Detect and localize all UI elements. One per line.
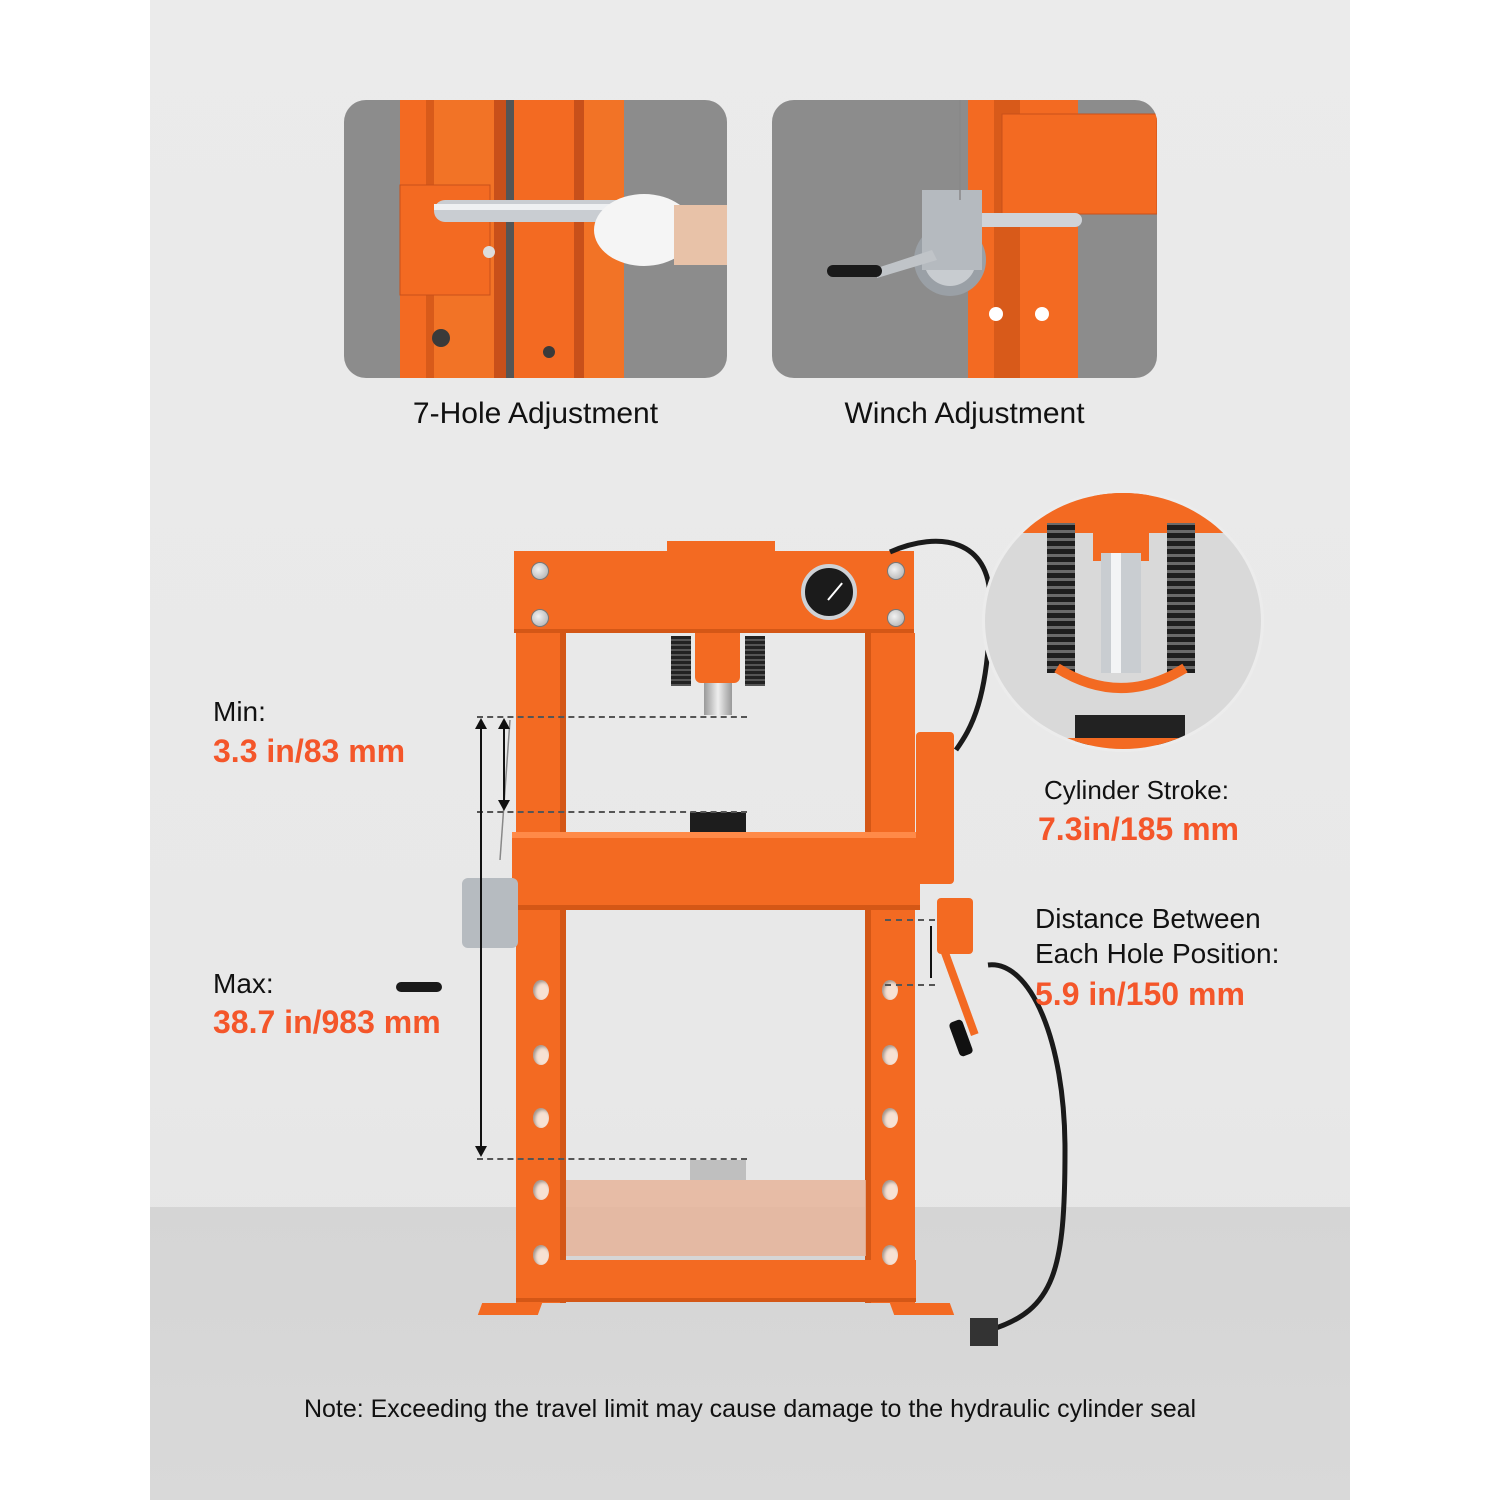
max-bottom-guide [477,1158,747,1160]
adjust-hole [533,1180,549,1200]
adjust-hole [882,1108,898,1128]
hole-dimension-line [930,926,932,978]
travel-limit-note: Note: Exceeding the travel limit may cau… [303,1395,1197,1423]
hole-distance-label-line2: Each Hole Position: [1035,938,1280,969]
max-arrow-down [475,1146,487,1157]
min-arrow-up [498,718,510,729]
ram [704,683,732,715]
adjust-hole [533,1108,549,1128]
press-bed-lowest-ghost [566,1180,866,1256]
max-value: 38.7 in/983 mm [213,1004,441,1040]
min-dimension-line [503,726,505,806]
winch-adjustment-photo [772,100,1157,378]
pump-cylinder [916,732,954,884]
hole-adjustment-photo [344,100,727,378]
air-pump [937,898,973,954]
return-spring-left [671,636,691,686]
hole-top-guide [885,919,935,921]
bolt [887,609,905,627]
adjust-hole [533,980,549,1000]
hole-bottom-guide [885,984,935,986]
pressure-gauge [801,564,857,620]
cylinder-detail-illustration [985,493,1261,749]
max-dimension-line [480,726,482,1150]
winch-handle [396,982,442,992]
top-cap [667,541,775,553]
return-spring-right [745,636,765,686]
bolt [887,562,905,580]
adjust-hole [533,1245,549,1265]
hole-distance-value: 5.9 in/150 mm [1035,976,1245,1012]
press-block [690,812,746,832]
bottom-crossbar [516,1260,916,1302]
min-label: Min: [213,696,266,727]
bolt [531,562,549,580]
cylinder-detail-circle [982,490,1264,752]
hydraulic-cylinder [695,633,740,683]
min-bottom-guide [477,811,747,813]
adjust-hole [882,1180,898,1200]
cylinder-stroke-value: 7.3in/185 mm [1038,811,1239,847]
min-arrow-down [498,800,510,811]
max-arrow-up [475,718,487,729]
max-label: Max: [213,968,274,999]
min-value: 3.3 in/83 mm [213,733,406,769]
hole-adjustment-caption: 7-Hole Adjustment [412,397,659,430]
winch [462,878,518,948]
press-block-ghost [690,1160,746,1180]
bolt [531,609,549,627]
hole-adjustment-illustration [399,100,727,378]
press-bed [512,832,920,910]
hole-distance-label-line1: Distance Between [1035,903,1261,934]
cylinder-stroke-label: Cylinder Stroke: [1044,775,1229,805]
product-infographic: 7-Hole Adjustment Winch Adjustment [150,0,1350,1500]
hydraulic-press [150,0,1350,1500]
winch-adjustment-caption: Winch Adjustment [844,397,1085,430]
min-top-guide [477,716,747,718]
winch-adjustment-illustration [827,100,1157,378]
adjust-hole [882,1045,898,1065]
adjust-hole [882,1245,898,1265]
adjust-hole [533,1045,549,1065]
